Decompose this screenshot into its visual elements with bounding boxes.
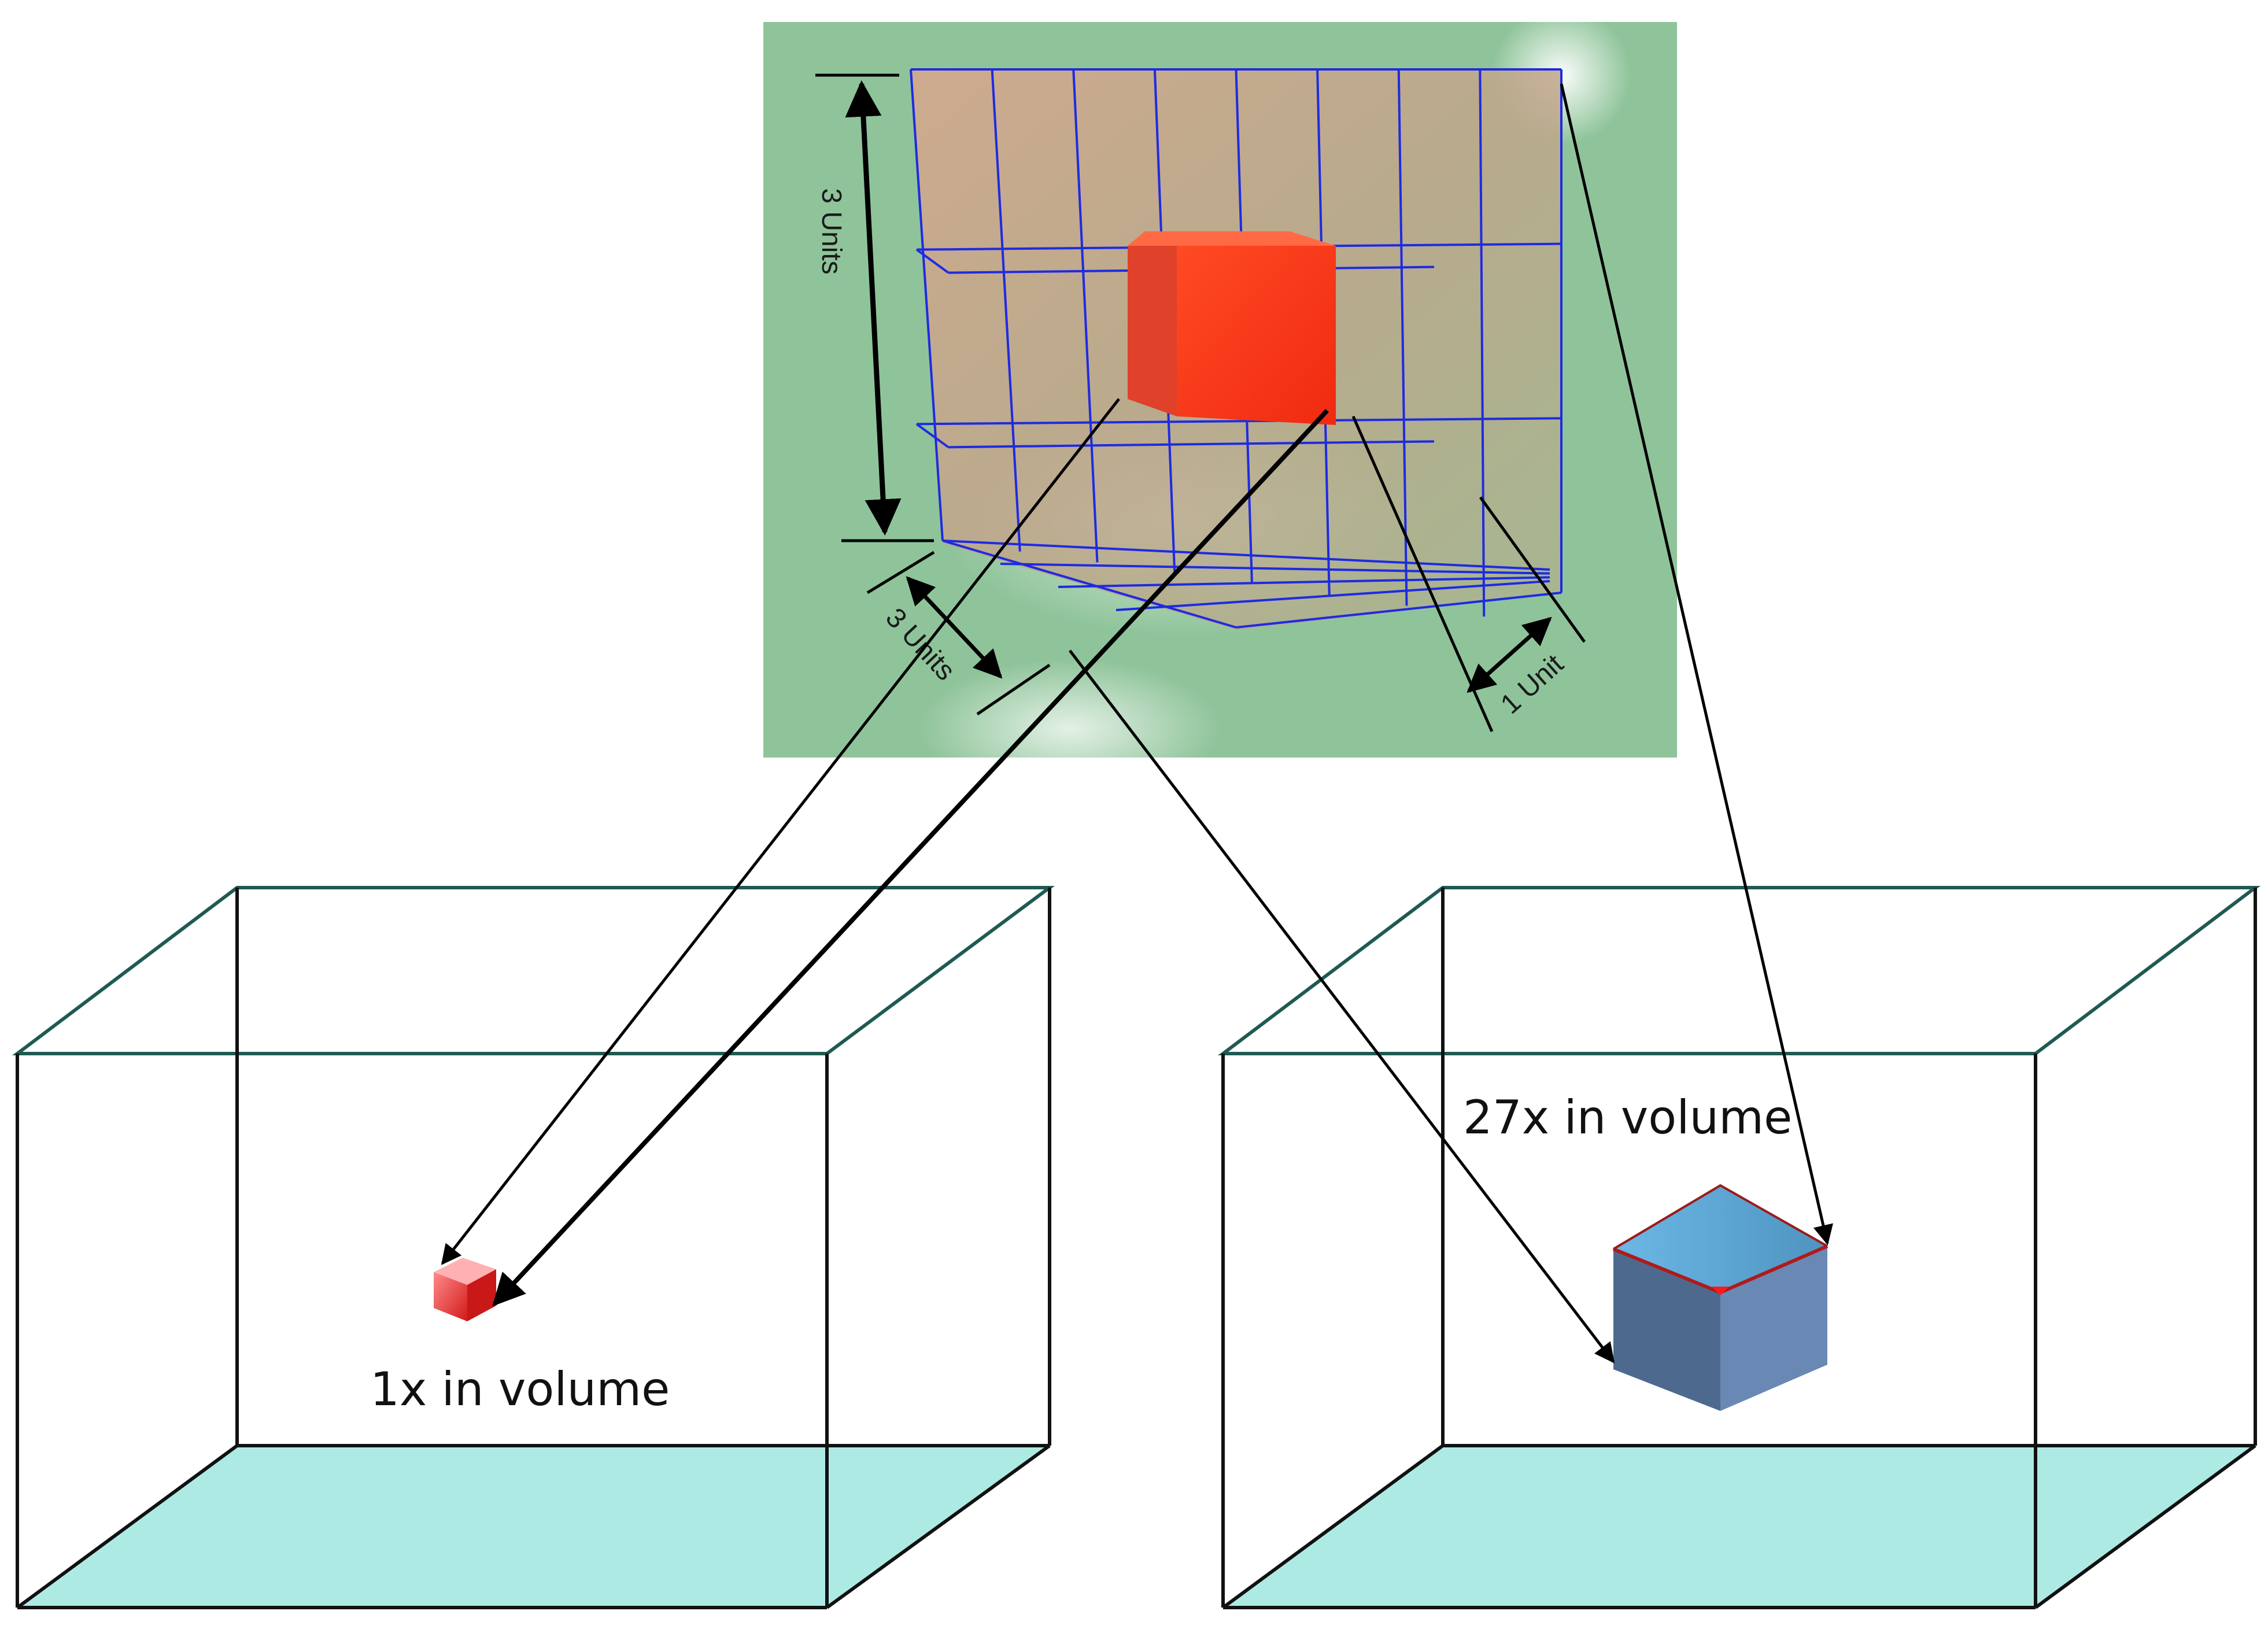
right-tank-caption: 27x in volume — [1463, 1091, 1792, 1144]
red-cube-front-face — [1177, 246, 1336, 425]
left-tank-bottom-left-diag — [16, 1444, 238, 1609]
grid-column-line — [1397, 69, 1408, 606]
right-tank-bottom-right-diag — [2034, 1444, 2256, 1609]
right-tank-water — [1223, 1446, 2255, 1608]
unit-tick-b — [1479, 496, 1586, 643]
blue-cube-top-face — [1613, 1185, 1827, 1292]
blue-cube-right-face — [1720, 1246, 1827, 1411]
connector-arrows — [441, 83, 1834, 1364]
grid-lines — [910, 68, 1563, 629]
grid-floor-line — [1058, 576, 1550, 588]
arrow-grid-corner-to-large-cube — [1560, 83, 1834, 1246]
height-dimension — [815, 73, 934, 542]
depth-tick-front — [866, 551, 935, 594]
right-tank: 27x in volume — [1218, 886, 2260, 1609]
grid-layer-link — [915, 249, 950, 274]
depth-dimension — [866, 551, 1051, 716]
arrow-grid-to-large-cube — [1069, 649, 1615, 1364]
left-tank-caption: 1x in volume — [370, 1362, 670, 1416]
depth-arrow — [906, 576, 1003, 679]
grid-column-line — [1479, 69, 1486, 617]
depth-tick-back — [976, 663, 1051, 716]
left-tank-water — [17, 1446, 1050, 1608]
height-label: 3 Units — [816, 188, 847, 274]
blue-cube-left-face — [1613, 1249, 1720, 1411]
grid-layer-link — [915, 423, 950, 448]
red-unit-cube — [1128, 231, 1336, 425]
right-tank-top-rim — [1218, 886, 2260, 1055]
glow-bottom — [919, 659, 1220, 798]
right-tank-bottom-left-diag — [1222, 1444, 1444, 1609]
grid-column-line — [991, 69, 1021, 552]
left-tank: 1x in volume — [12, 886, 1055, 1609]
blue-cube-top-edge — [1612, 1184, 1828, 1250]
grid-layer-front — [916, 417, 1562, 426]
unit-dimension — [1351, 415, 1586, 733]
small-red-cube — [434, 1258, 496, 1321]
small-cube-front — [434, 1272, 467, 1321]
left-tank-top-rim — [12, 886, 1055, 1055]
grid-floor-line — [1115, 580, 1550, 611]
grid-cube-panel: 3 Units 3 Units 1 Unit — [763, 6, 1677, 798]
red-cube-top-face — [1128, 231, 1336, 246]
grid-layer-mid — [948, 440, 1435, 449]
grid-floor-line — [1000, 563, 1550, 575]
grid-edge-left — [910, 69, 944, 541]
left-tank-bottom-right-diag — [826, 1444, 1051, 1609]
grid-floor-line — [942, 540, 1550, 571]
red-cube-left-face — [1128, 246, 1177, 416]
height-arrow — [845, 80, 902, 536]
grid-column-line — [1072, 69, 1099, 563]
large-blue-cube — [1612, 1184, 1829, 1411]
arrow-red-cube-to-small-cube-1 — [441, 398, 1120, 1265]
unit-arrow — [1467, 616, 1552, 693]
grid-edge-bottom-right — [1236, 592, 1562, 629]
small-cube-side — [467, 1269, 496, 1321]
blue-cube-red-corner — [1712, 1287, 1729, 1295]
arrow-red-cube-to-small-cube-2 — [492, 409, 1329, 1307]
grid-edge-bottom-left — [942, 540, 1237, 629]
